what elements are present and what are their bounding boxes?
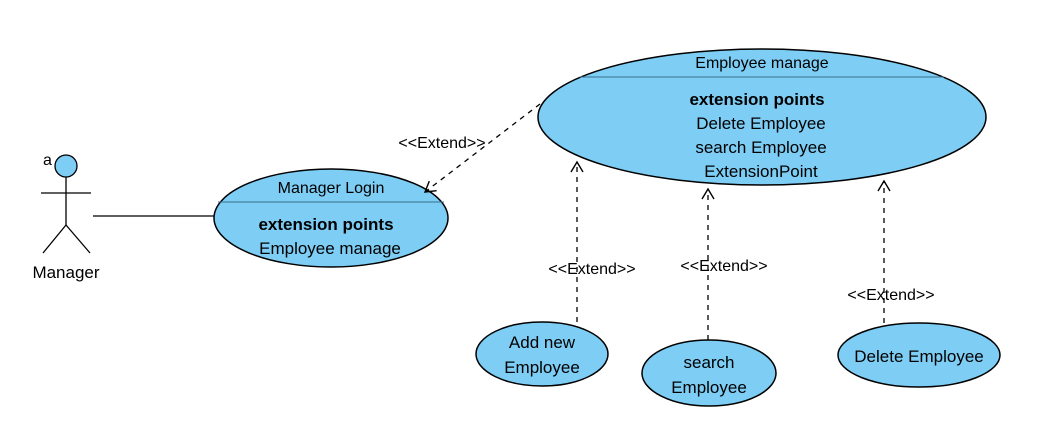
use-case-search-employee[interactable]: search Employee [641,339,777,407]
employee-manage-ext-point-generic: ExtensionPoint [704,162,818,181]
extend-label-add-new-employee: <<Extend>> [548,261,635,278]
extend-label-employee-manage: <<Extend>> [398,135,485,152]
add-new-employee-line1: Add new [509,333,576,352]
manager-login-ext-point: Employee manage [259,239,401,258]
extend-label-delete-employee: <<Extend>> [847,287,934,304]
actor-left-leg [42,224,67,254]
search-employee-line2: Employee [671,378,747,397]
actor-head-icon [54,154,78,178]
use-case-delete-employee[interactable]: Delete Employee [837,322,1001,388]
extend-label-search-employee: <<Extend>> [680,258,767,275]
search-employee-line1: search [683,353,734,372]
use-case-employee-manage[interactable]: Employee manage extension points Delete … [537,48,987,186]
employee-manage-title: Employee manage [695,55,829,72]
add-new-employee-line2: Employee [504,358,580,377]
extend-relation-employee-manage[interactable] [423,103,541,193]
actor-right-leg [65,224,91,254]
use-case-manager-login[interactable]: Manager Login extension points Employee … [213,168,449,268]
manager-login-title: Manager Login [278,180,385,197]
employee-manage-ext-header: extension points [689,90,824,109]
manager-login-ext-header: extension points [258,215,393,234]
manager-actor[interactable]: a Manager [32,152,99,282]
delete-employee-line1: Delete Employee [854,347,983,366]
employee-manage-ext-point-delete: Delete Employee [696,114,825,133]
use-case-add-new-employee[interactable]: Add new Employee [475,321,609,387]
actor-name: Manager [32,263,99,282]
employee-manage-ext-point-search: search Employee [695,138,826,157]
actor-icon-label: a [43,152,52,169]
